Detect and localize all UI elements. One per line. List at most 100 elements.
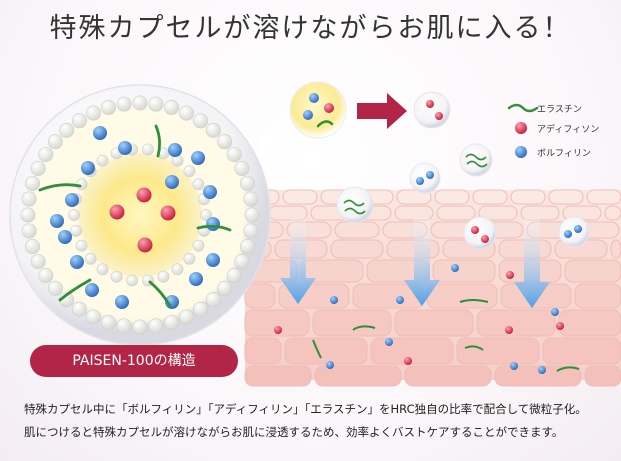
skin-layer <box>244 189 621 387</box>
red-sphere-icon <box>137 237 153 253</box>
pearl <box>239 175 255 191</box>
pearl <box>116 96 132 112</box>
blue-sphere-icon <box>191 151 205 165</box>
pearl <box>244 207 260 223</box>
down-arrow-icon <box>280 218 316 304</box>
skin-cell <box>520 205 560 221</box>
pearl <box>243 223 259 239</box>
pearl <box>21 223 37 239</box>
red-sphere-icon <box>109 204 125 220</box>
skin-cell <box>394 309 474 337</box>
pearl <box>226 146 242 162</box>
small-capsule <box>289 81 347 139</box>
skin-cell <box>472 189 508 205</box>
pearl <box>100 100 116 116</box>
down-arrow-icon <box>404 218 440 306</box>
blue-sphere-icon <box>65 193 79 207</box>
blue-sphere-icon <box>515 146 527 158</box>
pearl <box>243 191 259 207</box>
pearl <box>132 319 148 335</box>
pearl <box>96 154 109 167</box>
blue-sphere-icon <box>118 141 132 155</box>
pearl <box>100 314 116 330</box>
green-fiber-icon <box>154 124 161 158</box>
pearl <box>217 134 233 150</box>
blue-sphere-icon <box>206 217 220 231</box>
skin-cells <box>244 189 621 387</box>
pearl <box>164 314 180 330</box>
skin-cell <box>244 337 282 365</box>
skin-cell <box>330 239 384 259</box>
pearl <box>25 239 41 255</box>
pearl <box>71 113 87 129</box>
skin-cell <box>404 365 492 387</box>
pearl <box>239 239 255 255</box>
skin-cell <box>584 365 621 387</box>
legend-label: アディフィソン <box>537 124 600 135</box>
pearl <box>192 239 205 252</box>
skin-cell <box>548 189 584 205</box>
skin-cell <box>456 337 540 365</box>
pearl <box>75 239 88 252</box>
red-sphere-icon <box>160 205 176 221</box>
capsule-particles <box>38 124 232 309</box>
skin-cell <box>586 189 621 205</box>
blue-sphere-icon <box>115 295 129 309</box>
pearl <box>205 292 221 308</box>
capsule-shell <box>20 95 260 335</box>
skin-cell <box>610 239 621 259</box>
pearl <box>132 95 148 111</box>
skin-cell <box>432 259 496 283</box>
skin-cell <box>334 221 380 239</box>
blue-sphere-icon <box>206 253 220 267</box>
pearl <box>30 254 46 270</box>
skin-cell <box>386 239 440 259</box>
skin-cell <box>426 283 498 309</box>
description-line-1: 特殊カプセル中に「ボルフィリン」「アディフィリン」「エラスチン」をHRC独自の比… <box>24 402 587 416</box>
blue-sphere-icon <box>58 230 72 244</box>
green-fiber-icon <box>196 225 232 232</box>
pearl <box>70 224 82 237</box>
skin-cell <box>510 189 546 205</box>
blue-sphere-icon <box>50 214 64 228</box>
legend-icons <box>507 103 539 158</box>
pearl <box>38 146 54 162</box>
pearl <box>205 122 221 138</box>
pearl <box>85 105 101 121</box>
blue-sphere-icon <box>303 110 313 120</box>
pearl <box>157 270 170 283</box>
pearl <box>126 274 138 287</box>
skin-cell <box>312 309 392 337</box>
pearl <box>193 113 209 129</box>
pearl <box>71 301 87 317</box>
skin-cell <box>244 283 276 309</box>
pearl <box>116 318 132 334</box>
skin-cell <box>244 309 310 337</box>
legend-item-adifison: アディフィソン <box>507 120 599 136</box>
red-sphere-icon <box>136 187 152 203</box>
pearl <box>47 280 63 296</box>
pearl <box>234 254 250 270</box>
pearl <box>217 280 233 296</box>
skin-cell <box>436 205 476 221</box>
skin-cell <box>370 337 454 365</box>
green-fiber-icon <box>316 120 334 128</box>
pearl <box>148 318 164 334</box>
right-arrow-icon <box>357 93 407 129</box>
description-line-2: 肌につけると特殊カプセルが溶けながらお肌に浸透するため、効率よくバストケアするこ… <box>24 425 564 439</box>
pearl <box>148 96 164 112</box>
skin-cell <box>282 189 318 205</box>
blue-sphere-icon <box>70 255 84 269</box>
pearl <box>30 160 46 176</box>
blue-sphere-icon <box>85 283 99 297</box>
pearl <box>234 160 250 176</box>
skin-cell <box>268 205 308 221</box>
skin-cell <box>434 189 470 205</box>
capsule-structure <box>9 84 290 346</box>
skin-cell <box>494 365 582 387</box>
blue-sphere-icon <box>165 175 179 189</box>
pearl <box>59 122 75 138</box>
pearl <box>164 100 180 116</box>
skin-cell <box>478 205 518 221</box>
